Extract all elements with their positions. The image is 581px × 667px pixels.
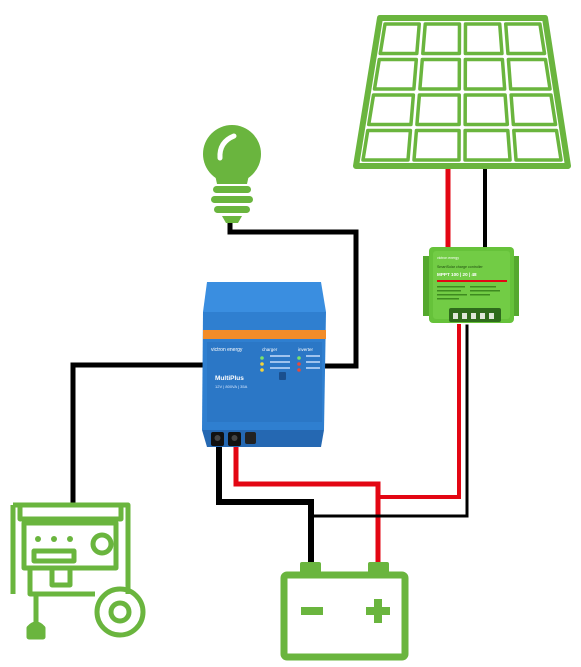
solar-cell — [378, 22, 422, 56]
inverter-status-leds — [260, 355, 320, 372]
solar-cell — [421, 22, 462, 56]
solar-cell — [415, 93, 461, 127]
mppt-spec-lines — [437, 286, 500, 300]
wire-inverter-battery-negative — [216, 445, 314, 569]
inverter-model: MultiPlus — [215, 375, 244, 382]
inverter-label-charger: charger — [262, 347, 278, 352]
solar-cell — [463, 57, 507, 91]
solar-cell — [463, 22, 504, 56]
mppt-charge-controller: victron energy SmartSolar charge control… — [423, 247, 519, 323]
wire-mppt-battery-positive — [376, 324, 461, 499]
wire-inverter-battery-positive — [233, 445, 381, 569]
solar-cell — [372, 57, 419, 91]
inverter-cable-glands — [211, 432, 256, 446]
inverter-spec: 12V | 800VA | 35A — [215, 384, 248, 389]
solar-cells — [361, 22, 563, 162]
solar-cell — [512, 128, 563, 162]
generator-icon — [10, 502, 146, 640]
solar-cell — [366, 93, 416, 127]
mppt-terminals — [453, 313, 494, 319]
solar-cell — [509, 93, 558, 127]
mppt-heatsink — [423, 256, 519, 316]
solar-cell — [412, 128, 461, 162]
multiplus-inverter: victron energy MultiPlus 12V | 800VA | 3… — [202, 282, 326, 447]
wire-bulb-to-inverter — [227, 221, 359, 369]
inverter-brand: victron energy — [211, 347, 243, 353]
solar-cell — [503, 22, 547, 56]
light-bulb-icon — [203, 125, 261, 223]
battery-icon — [280, 562, 409, 661]
solar-panel-icon — [353, 15, 571, 169]
inverter-switch — [279, 372, 286, 380]
solar-cell — [418, 57, 462, 91]
mppt-brand: victron energy — [437, 256, 459, 260]
solar-cell — [463, 93, 510, 127]
solar-cell — [361, 128, 413, 162]
solar-cell — [506, 57, 552, 91]
mppt-product: SmartSolar charge controller — [437, 265, 484, 269]
battery-plus-sign — [366, 599, 390, 623]
inverter-label-inverter: inverter — [298, 347, 314, 352]
mppt-model: MPPT 100 | 20 | 48 — [437, 272, 477, 277]
wire-generator-to-inverter — [70, 362, 206, 505]
wire-mppt-battery-negative — [309, 324, 469, 518]
solar-cell — [463, 128, 512, 162]
wiring — [70, 163, 487, 569]
inverter-stripe — [203, 330, 326, 339]
battery-minus-sign — [301, 607, 323, 615]
